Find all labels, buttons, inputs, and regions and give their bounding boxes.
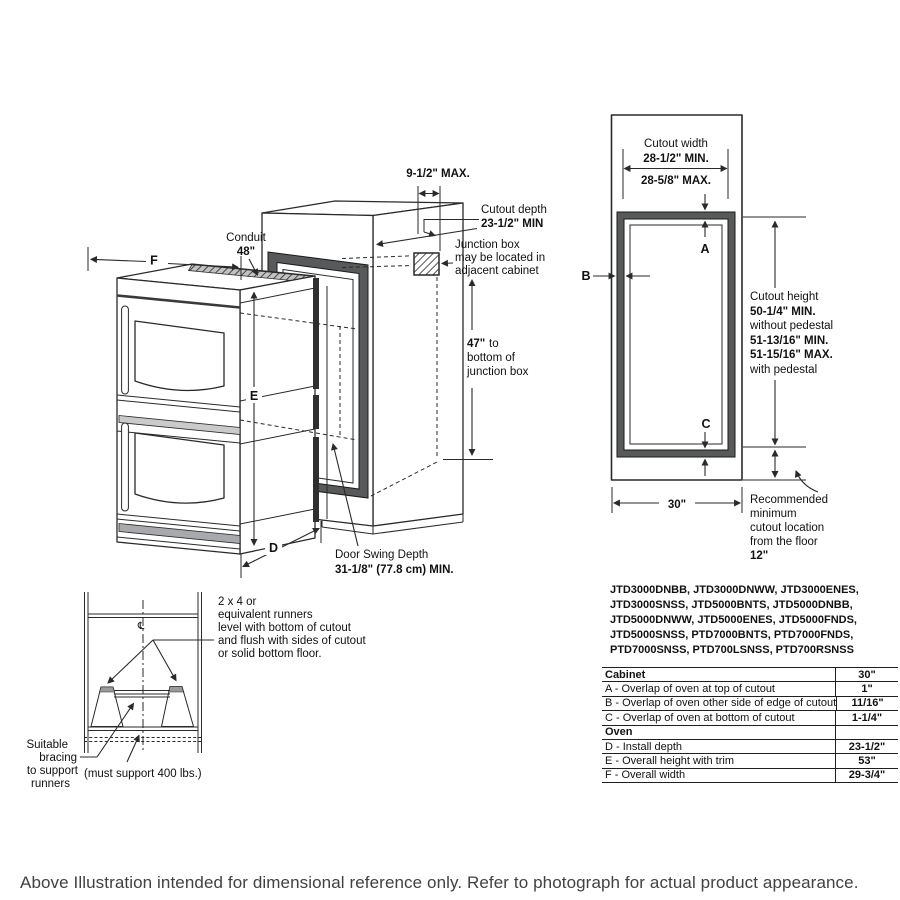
svg-text:51-13/16" MIN.: 51-13/16" MIN.: [750, 335, 828, 347]
cutout-width-title: Cutout width: [644, 138, 708, 150]
table-row: Cabinet 30": [602, 668, 898, 683]
table-row: Oven: [602, 725, 898, 740]
upper-door-handle: [121, 305, 129, 395]
svg-text:51-15/16" MAX.: 51-15/16" MAX.: [750, 349, 833, 361]
dimensions-table: Cabinet 30" A - Overlap of oven at top o…: [602, 667, 898, 784]
row-label: A - Overlap of oven at top of cutout: [605, 683, 775, 696]
cutout-width-max: 28-5/8" MAX.: [641, 175, 711, 187]
cutout-width-min: 28-1/2" MIN.: [643, 153, 709, 165]
row-value: 53": [835, 754, 898, 768]
projection-dashed-lines: [239, 312, 358, 441]
row-value: 1": [835, 682, 898, 696]
runner-detail-labels: ℄ 2 x 4 or equivalent runners level with…: [26, 596, 366, 790]
table-row: D - Install depth 23-1/2": [602, 739, 898, 755]
overlap-label-a: A: [700, 242, 709, 256]
model-line: JTD5000DNWW, JTD5000ENES, JTD5000FNDS,: [610, 613, 857, 626]
row-value: 23-1/2": [835, 739, 898, 754]
row-value: 30": [835, 668, 898, 682]
dim-47-value: 47": [467, 338, 485, 350]
row-label: B - Overlap of oven other side of edge o…: [605, 697, 837, 710]
svg-text:equivalent runners: equivalent runners: [218, 609, 313, 621]
svg-text:may be located in: may be located in: [455, 252, 545, 264]
upper-door-window: [134, 320, 225, 392]
door-swing-label: Door Swing Depth: [335, 549, 428, 561]
junction-box-note: Junction box: [455, 239, 520, 251]
isometric-labels: 9-1/2" MAX. Cutout depth 23-1/2" MIN Jun…: [150, 168, 547, 576]
runner-note: 2 x 4 or: [218, 596, 257, 608]
model-number-list: JTD3000DNBB, JTD3000DNWW, JTD3000ENES, J…: [610, 583, 895, 658]
cutout-front-view: [593, 114, 819, 513]
isometric-dimension-lines: [87, 186, 493, 578]
svg-text:minimum: minimum: [750, 508, 797, 520]
row-value: 29-3/4": [835, 768, 898, 783]
caption: Above Illustration intended for dimensio…: [20, 873, 859, 892]
svg-text:cutout location: cutout location: [750, 522, 824, 534]
table-row: F - Overall width 29-3/4": [602, 768, 898, 784]
conduit-label: Conduit: [226, 232, 266, 244]
svg-text:from the floor: from the floor: [750, 536, 818, 548]
row-label: F - Overall width: [605, 769, 686, 782]
table-row: A - Overlap of oven at top of cutout 1": [602, 682, 898, 697]
runner-right: [160, 686, 195, 727]
model-line: PTD7000SNSS, PTD700LSNSS, PTD700RSNSS: [610, 643, 854, 656]
svg-text:runners: runners: [31, 778, 70, 790]
svg-text:level with bottom of cutout: level with bottom of cutout: [218, 622, 352, 634]
svg-text:with pedestal: with pedestal: [749, 364, 817, 376]
svg-text:50-1/4" MIN.: 50-1/4" MIN.: [750, 306, 816, 318]
bracing-note: Suitable: [26, 739, 68, 751]
dim-label-d: D: [269, 541, 278, 555]
dim-9-1-2-max: 9-1/2" MAX.: [406, 168, 470, 180]
svg-text:to support: to support: [27, 765, 79, 777]
svg-text:junction box: junction box: [466, 366, 529, 378]
junction-box: [413, 252, 440, 276]
runner-detail: [80, 592, 214, 763]
overlap-label-c: C: [701, 417, 710, 431]
model-line: JTD3000SNSS, JTD5000BNTS, JTD5000DNBB,: [610, 598, 853, 611]
svg-text:bracing: bracing: [39, 752, 77, 764]
installation-diagram: 9-1/2" MAX. Cutout depth 23-1/2" MIN Jun…: [26, 114, 833, 790]
table-row: C - Overlap of oven at bottom of cutout …: [602, 711, 898, 726]
row-label: D - Install depth: [605, 740, 683, 753]
svg-text:to: to: [489, 338, 499, 350]
conduit-value: 48": [237, 246, 255, 258]
overlap-label-b: B: [581, 269, 590, 283]
dim-label-e: E: [250, 389, 258, 403]
lower-door-window: [134, 432, 225, 504]
row-label: C - Overlap of oven at bottom of cutout: [605, 711, 795, 724]
table-row: B - Overlap of oven other side of edge o…: [602, 696, 898, 712]
cutout-depth-label: Cutout depth: [481, 204, 547, 216]
double-oven-isometric: [116, 263, 319, 555]
svg-text:bottom of: bottom of: [467, 352, 516, 364]
cutout-height-title: Cutout height: [750, 291, 819, 303]
svg-text:and flush with sides of cutout: and flush with sides of cutout: [218, 635, 366, 647]
row-label: Cabinet: [605, 668, 646, 681]
svg-text:or solid bottom floor.: or solid bottom floor.: [218, 648, 322, 660]
door-swing-value: 31-1/8" (77.8 cm) MIN.: [335, 564, 454, 576]
row-value: 1-1/4": [835, 711, 898, 725]
cutout-depth-value: 23-1/2" MIN: [481, 218, 543, 230]
cutout-view-labels: Cutout width 28-1/2" MIN. 28-5/8" MAX. A…: [581, 138, 833, 562]
row-value: 11/16": [836, 696, 898, 711]
centerline-symbol: ℄: [137, 621, 145, 632]
must-support-note: (must support 400 lbs.): [84, 768, 202, 780]
row-label: E - Overall height with trim: [605, 755, 734, 768]
dim-12: 12": [750, 550, 768, 562]
recommended-note: Recommended: [750, 494, 828, 506]
row-value: [835, 725, 898, 739]
model-line: JTD5000SNSS, PTD7000BNTS, PTD7000FNDS,: [610, 628, 854, 641]
runner-left: [90, 686, 124, 727]
model-line: JTD3000DNBB, JTD3000DNWW, JTD3000ENES,: [610, 584, 859, 596]
lower-door-handle: [121, 422, 129, 512]
dim-label-f: F: [150, 254, 158, 268]
svg-text:adjacent cabinet: adjacent cabinet: [455, 265, 540, 277]
table-row: E - Overall height with trim 53": [602, 754, 898, 769]
dim-30: 30": [668, 499, 686, 511]
svg-text:without pedestal: without pedestal: [749, 320, 833, 332]
row-label: Oven: [605, 726, 633, 739]
